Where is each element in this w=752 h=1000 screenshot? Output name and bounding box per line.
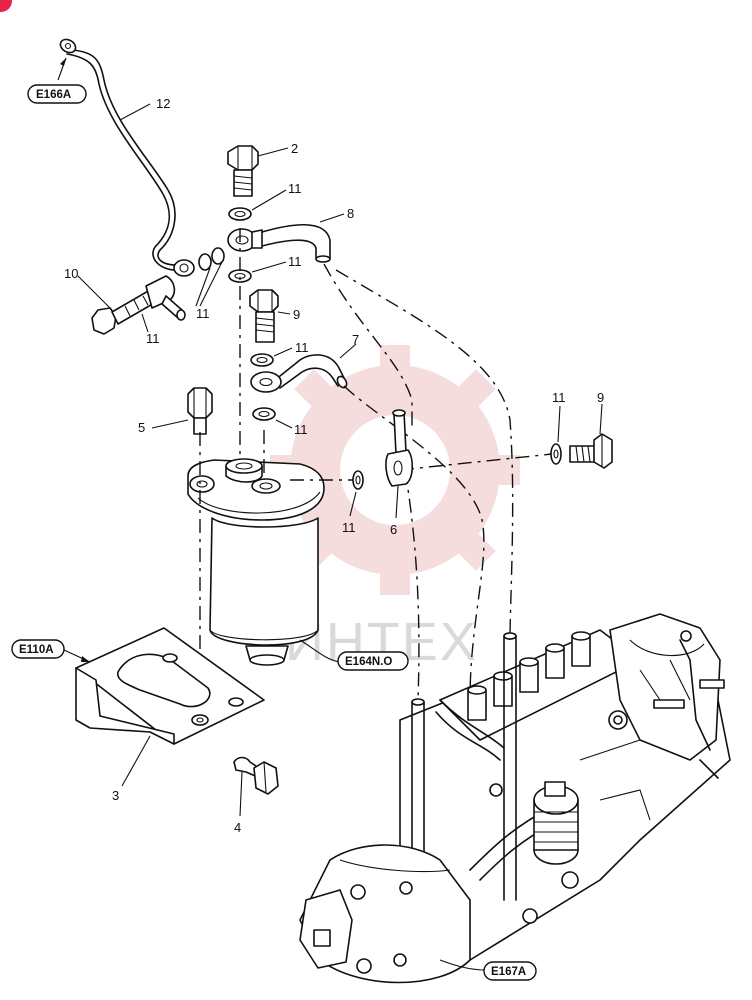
washer-11-h [550,443,562,465]
fuel-pipe-12 [59,38,195,277]
callout-8: 8 [347,206,354,221]
washer-11-e [250,353,274,367]
callout-11-h: 11 [552,390,566,405]
ref-e164: E164N.O [337,651,409,671]
washer-11-f [252,407,276,421]
callout-11-e: 11 [295,340,309,355]
callout-2: 2 [291,141,298,156]
ref-e166a: E166A [27,84,87,104]
callout-11-b: 11 [288,254,302,269]
callout-11-f: 11 [294,422,308,437]
washer-11-d [211,247,225,265]
bolt-9-b [569,433,613,469]
injection-pump [299,613,731,984]
callout-10: 10 [64,266,78,281]
ref-e167a: E167A [483,961,537,981]
callout-4: 4 [234,820,241,835]
callout-5: 5 [138,420,145,435]
svg-text:E110A: E110A [19,644,54,656]
callout-11-g: 11 [342,520,356,535]
fuel-filter [187,458,325,666]
callout-12: 12 [156,96,170,111]
washer-11-g [352,470,364,490]
callout-3: 3 [112,788,119,803]
bolt-5 [187,387,213,435]
callout-6: 6 [390,522,397,537]
svg-text:E166A: E166A [36,89,71,101]
svg-text:E167A: E167A [491,966,526,978]
washer-11-b [228,269,252,283]
eye-joint-7 [250,354,348,393]
callout-7: 7 [352,332,359,347]
eye-joint-8 [227,223,331,263]
bleeder-screw-10 [91,275,186,335]
callout-9-b: 9 [597,390,604,405]
callout-9-a: 9 [293,307,300,322]
washer-11-a [228,207,252,221]
bracket-3 [75,627,265,745]
callout-11-c: 11 [146,331,160,346]
bolt-4 [233,756,279,795]
bolt-2 [227,145,259,197]
washer-11-c [198,253,212,271]
callout-11-d: 11 [196,306,210,321]
callout-11-a: 11 [288,181,302,196]
fitting-6 [385,409,414,487]
ref-e110a: E110A [11,639,65,659]
bolt-9-a [249,289,279,343]
svg-text:E164N.O: E164N.O [345,656,392,668]
